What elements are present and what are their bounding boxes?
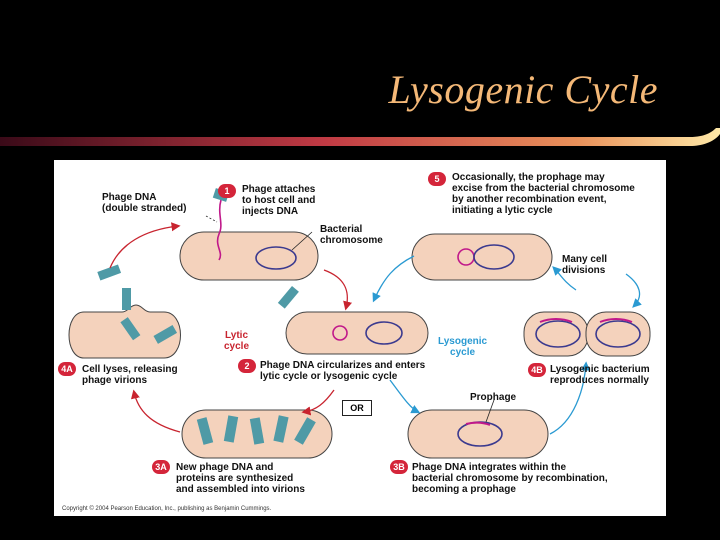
lysogenic-cycle-figure: Phage DNA (double stranded) Bacterial ch… — [54, 160, 666, 516]
step-5-badge: 5 — [428, 172, 446, 186]
label-pointers — [205, 215, 495, 423]
step-2-badge: 2 — [238, 359, 256, 373]
step-4a-text: Cell lyses, releasing phage virions — [82, 364, 178, 386]
cell-step4a — [68, 264, 299, 359]
lysogenic-cycle-label: Lysogenic cycle — [438, 336, 488, 358]
cell-step3b — [407, 409, 549, 459]
lytic-cycle-label: Lytic cycle — [224, 330, 250, 352]
step-3a-text: New phage DNA and proteins are synthesiz… — [176, 462, 305, 495]
step-2-text: Phage DNA circularizes and enters lytic … — [260, 360, 426, 382]
lysogenic-arrows — [372, 255, 642, 435]
title-underline — [0, 128, 720, 146]
cell-step5 — [411, 233, 553, 281]
copyright-text: Copyright © 2004 Pearson Education, Inc.… — [62, 506, 272, 512]
step-4b-text: Lysogenic bacterium reproduces normally — [550, 364, 650, 386]
lytic-arrows — [109, 222, 352, 433]
step-4a-badge: 4A — [58, 362, 76, 376]
slide-title: Lysogenic Cycle — [388, 67, 658, 112]
step-1-text: Phage attaches to host cell and injects … — [242, 184, 316, 217]
cell-step3a — [181, 409, 333, 459]
step-4b-badge: 4B — [528, 363, 546, 377]
step-3a-badge: 3A — [152, 460, 170, 474]
label-phage-dna: Phage DNA (double stranded) — [102, 192, 187, 214]
label-prophage: Prophage — [470, 392, 517, 403]
cycle-diagram — [68, 188, 651, 459]
label-many-divisions: Many cell divisions — [562, 254, 608, 276]
or-box: OR — [342, 400, 372, 416]
step-1-badge: 1 — [218, 184, 236, 198]
cell-step2 — [285, 311, 429, 355]
step-5-text: Occasionally, the prophage may excise fr… — [452, 172, 635, 216]
step-3b-badge: 3B — [390, 460, 408, 474]
step-3b-text: Phage DNA integrates within the bacteria… — [412, 462, 608, 495]
cell-step4b — [523, 311, 651, 357]
label-bacterial-chromosome: Bacterial chromosome — [320, 224, 383, 246]
